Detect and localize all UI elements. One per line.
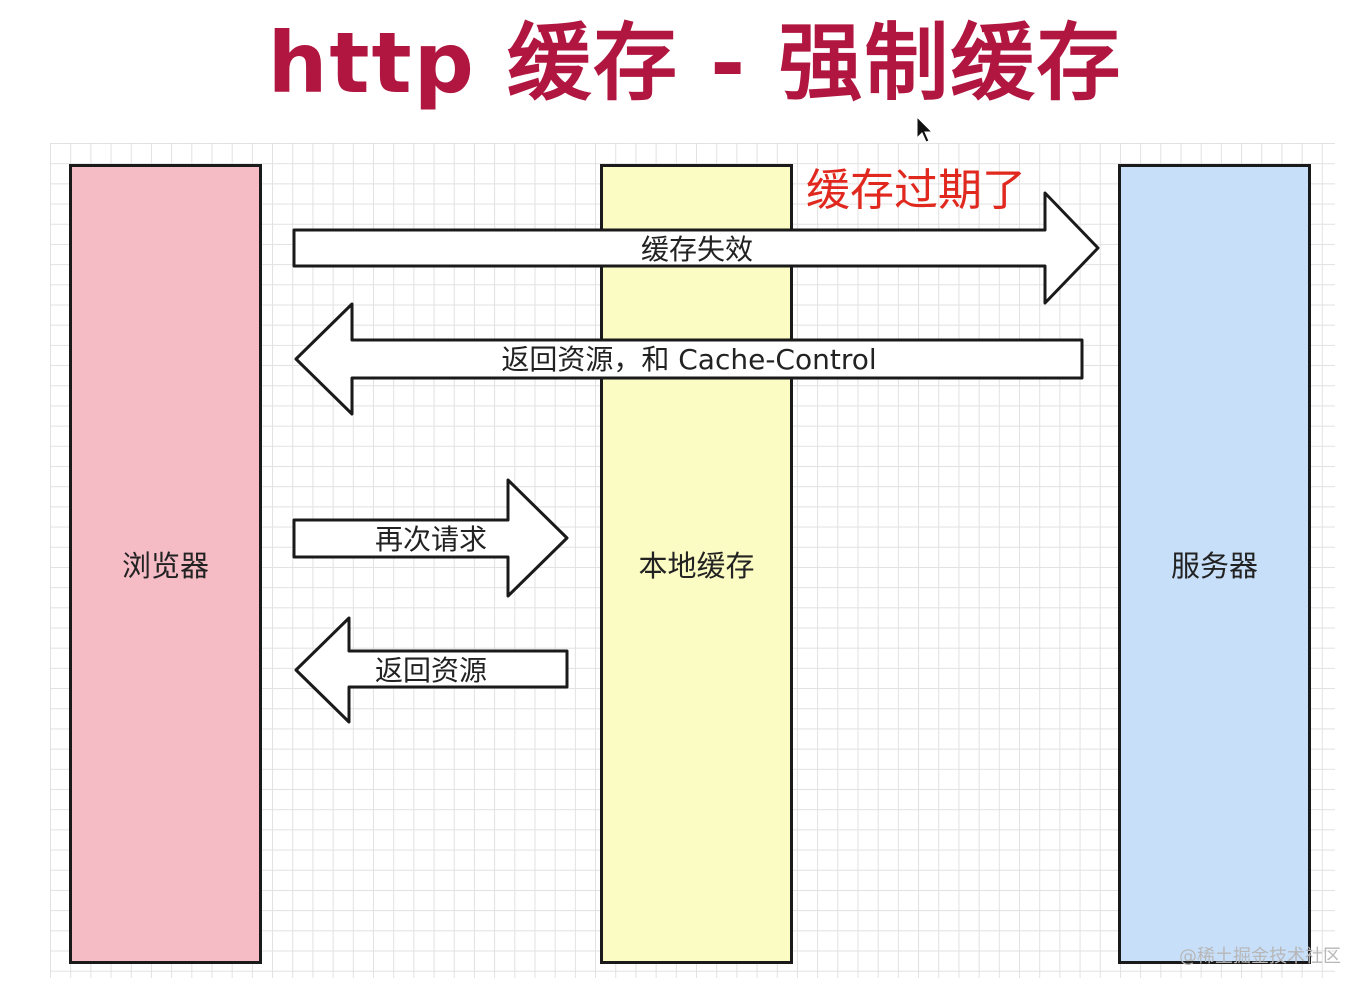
arrow-label-return-cache-control: 返回资源，和 Cache-Control — [501, 343, 877, 376]
diagram-title: http 缓存 - 强制缓存 — [267, 14, 1123, 112]
local-cache-label: 本地缓存 — [638, 549, 755, 583]
mouse-cursor-icon — [916, 116, 934, 143]
server-label: 服务器 — [1170, 549, 1258, 583]
arrow-return-resource — [294, 616, 569, 724]
server-column: 服务器 — [1118, 164, 1311, 964]
arrow-label-cache-invalid: 缓存失效 — [640, 233, 754, 266]
cache-expired-annotation: 缓存过期了 — [806, 165, 1026, 216]
browser-column: 浏览器 — [69, 164, 262, 964]
arrow-cache-invalid — [292, 191, 1100, 305]
browser-label: 浏览器 — [121, 549, 209, 583]
local-cache-column: 本地缓存 — [600, 164, 793, 964]
arrow-label-return-resource: 返回资源 — [374, 654, 488, 687]
arrow-return-cache-control — [294, 302, 1084, 416]
arrow-request-again — [292, 478, 569, 598]
watermark: @稀土掘金技术社区 — [1179, 946, 1341, 967]
arrow-label-request-again: 再次请求 — [374, 523, 488, 556]
